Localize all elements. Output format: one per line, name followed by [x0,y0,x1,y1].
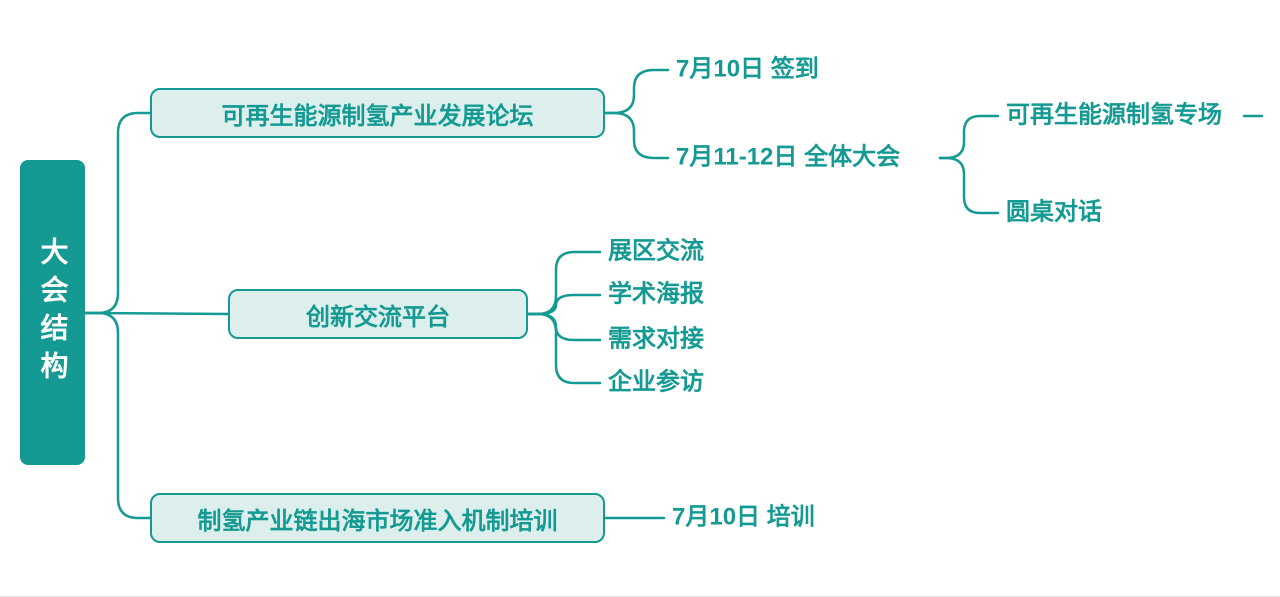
root-node-conference-structure[interactable]: 大会结构 [20,160,85,465]
leaf-node-plenary[interactable]: 7月11-12日 全体大会 [676,143,901,171]
connector-branch2-matchmaking [526,312,602,342]
connector-branch2-exhibit [526,250,602,316]
connector-plenary-roundtable [938,156,1000,215]
leaf-node-training-day[interactable]: 7月10日 培训 [672,503,815,531]
leaf-node-roundtable[interactable]: 圆桌对话 [1006,198,1102,226]
leaf-node-company-visit[interactable]: 企业参访 [608,368,704,396]
leaf-node-hydrogen-special-session[interactable]: 可再生能源制氢专场 [1006,101,1222,129]
connector-branch1-plenary [603,111,670,160]
branch-node-training[interactable]: 制氢产业链出海市场准入机制培训 [150,493,605,543]
connector-root-branch1 [83,111,152,315]
connector-plenary-special [938,114,1000,160]
connector-branch2-poster [526,293,602,316]
leaf-node-academic-poster[interactable]: 学术海报 [608,280,704,308]
connector-branch2-visit [526,312,602,385]
connector-root-branch3 [83,311,152,520]
connector-branch1-checkin [603,68,670,115]
branch-node-forum[interactable]: 可再生能源制氢产业发展论坛 [150,88,605,138]
branch-node-exchange-platform[interactable]: 创新交流平台 [228,289,528,339]
leaf-node-checkin[interactable]: 7月10日 签到 [676,55,819,83]
leaf-node-demand-matchmaking[interactable]: 需求对接 [608,325,704,353]
leaf-node-exhibit-exchange[interactable]: 展区交流 [608,237,704,265]
connector-root-branch2 [83,311,230,316]
